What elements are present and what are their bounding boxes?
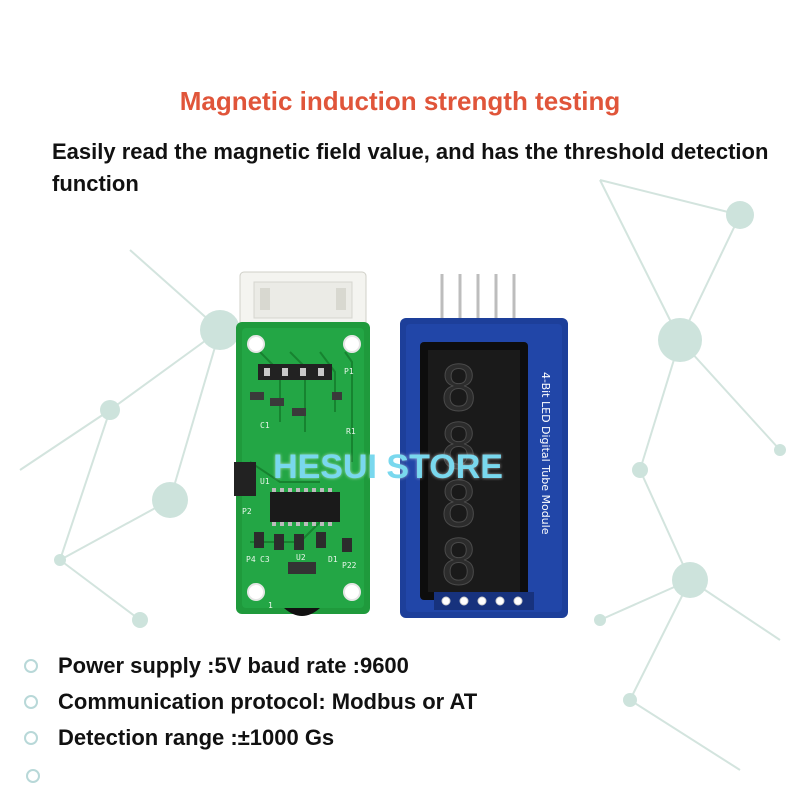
label-p4: P4 (246, 555, 256, 564)
display-digit-1: 8 (440, 352, 477, 425)
label-p22: P22 (342, 561, 357, 570)
sensor-board: P1 P2 R1 C1 U1 P4 C3 D1 P22 U2 1 (234, 271, 370, 616)
label-c3: C3 (260, 555, 270, 564)
bullet-icon (26, 769, 40, 783)
spec-text: Power supply :5V baud rate :9600 (58, 653, 409, 678)
label-c1: C1 (260, 421, 270, 430)
label-p1: P1 (344, 367, 354, 376)
display-digit-3: 8 (440, 468, 477, 541)
display-digit-2: 8 (440, 410, 477, 483)
spec-item-protocol: Communication protocol: Modbus or AT (22, 684, 782, 720)
spec-text: Communication protocol: Modbus or AT (58, 689, 478, 714)
page-title: Magnetic induction strength testing (179, 86, 621, 116)
bullet-icon (24, 659, 38, 673)
bullet-icon (24, 731, 38, 745)
label-d1: D1 (328, 555, 338, 564)
label-u2: U2 (296, 553, 306, 562)
spec-item-power: Power supply :5V baud rate :9600 (22, 648, 782, 684)
label-u1: U1 (260, 477, 270, 486)
spec-text: Detection range :±1000 Gs (58, 725, 335, 750)
page-subtitle: Easily read the magnetic field value, an… (52, 139, 769, 196)
label-p2: P2 (242, 507, 252, 516)
product-photo: P1 P2 R1 C1 U1 P4 C3 D1 P22 U2 1 (234, 271, 568, 618)
spec-list: Power supply :5V baud rate :9600 Communi… (22, 648, 782, 756)
bullet-icon (24, 695, 38, 709)
label-pin1: 1 (268, 601, 273, 610)
spec-item-range: Detection range :±1000 Gs (22, 720, 782, 756)
display-digit-4: 8 (440, 526, 477, 599)
label-r1: R1 (346, 427, 356, 436)
display-board-label: 4-Bit LED Digital Tube Module (539, 372, 552, 535)
display-board: 8 8 8 8 4-Bit LED Digital Tube Module (400, 274, 568, 618)
watermark-text: HESUI STORE (273, 448, 503, 486)
